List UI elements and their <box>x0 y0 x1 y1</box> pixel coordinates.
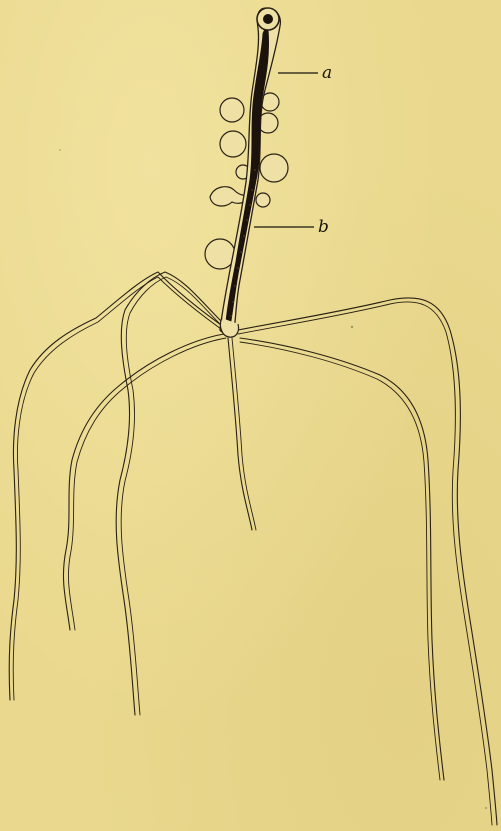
label-b: b <box>318 217 329 237</box>
label-a: a <box>322 63 332 83</box>
vesicle <box>260 154 288 182</box>
root-hair-left <box>63 334 226 630</box>
paper-specks <box>59 149 487 809</box>
vesicle <box>220 131 246 157</box>
root-hair-far-right <box>238 298 497 825</box>
nucleus <box>263 14 273 24</box>
apical-cell <box>257 8 279 30</box>
root-hair-right <box>240 338 444 780</box>
vesicle <box>256 193 270 207</box>
vesicle <box>220 98 244 122</box>
root-hair-center <box>228 338 256 530</box>
root-hairs <box>9 272 497 825</box>
stem-base <box>220 318 238 337</box>
